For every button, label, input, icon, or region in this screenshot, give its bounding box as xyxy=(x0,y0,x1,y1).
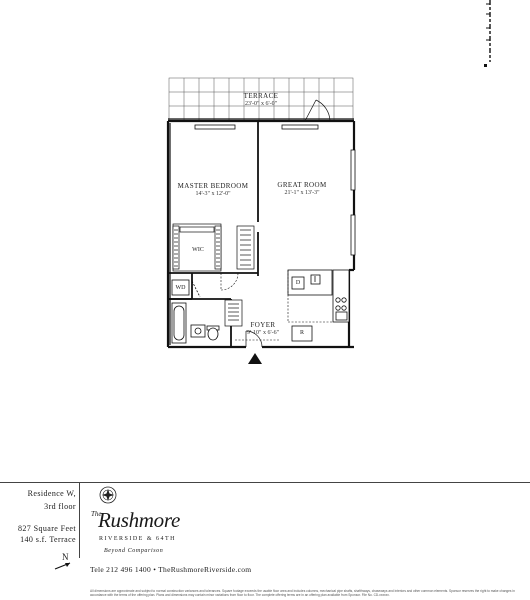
great-room-dimensions: 21'-1" x 13'-3" xyxy=(284,190,320,196)
walk-in-closet-label: WIC xyxy=(192,247,204,253)
terrace-door xyxy=(304,99,331,122)
linen-closet xyxy=(224,299,243,327)
residence-name: Residence W, xyxy=(27,489,76,498)
windows xyxy=(194,124,356,256)
residence-floor: 3rd floor xyxy=(44,502,76,511)
walk-in-closet xyxy=(172,223,222,272)
washer-dryer-label: WD xyxy=(175,285,186,291)
logo-address: Riverside & 64th xyxy=(99,536,176,542)
corner-mark xyxy=(484,0,491,67)
master-bedroom-label: Master Bedroom xyxy=(177,182,249,190)
foyer-label: Foyer xyxy=(250,321,276,329)
exterior-walls xyxy=(166,119,356,349)
foyer-dimensions: 9'-10" x 6'-6" xyxy=(246,330,280,336)
logo-tagline: Beyond Comparison xyxy=(104,548,164,554)
logo-name: Rushmore xyxy=(98,508,180,532)
kitchen xyxy=(287,269,350,342)
contact-line[interactable]: Tele 212 496 1400 • TheRushmoreRiverside… xyxy=(90,565,252,574)
legal-disclaimer: All dimensions are approximate and subje… xyxy=(90,589,515,597)
washer-dryer-closet xyxy=(171,279,201,298)
north-label: N xyxy=(62,552,69,562)
footer-divider xyxy=(79,482,80,558)
entry-arrow-icon xyxy=(248,353,262,364)
great-room-label: Great Room xyxy=(277,181,327,189)
dishwasher-label: D xyxy=(295,280,301,286)
north-arrow-icon xyxy=(54,562,71,570)
terrace-paving xyxy=(168,77,354,122)
refrigerator-label: R xyxy=(299,330,304,336)
bathroom xyxy=(171,302,220,344)
logo-article: The xyxy=(91,510,102,518)
footer-rule xyxy=(0,482,530,483)
bedroom-closet xyxy=(236,225,255,270)
terrace-area: 140 s.f. Terrace xyxy=(20,535,76,544)
entry-door xyxy=(245,330,263,349)
logo-emblem-icon xyxy=(99,486,117,504)
bedroom-door xyxy=(220,272,239,291)
square-feet: 827 Square Feet xyxy=(18,524,76,533)
terrace-label: Terrace xyxy=(243,92,279,100)
terrace-dimensions: 23'-0" x 6'-0" xyxy=(244,101,278,107)
master-bedroom-dimensions: 14'-3" x 12'-0" xyxy=(195,191,231,197)
floor-plan-drawing xyxy=(166,77,356,349)
